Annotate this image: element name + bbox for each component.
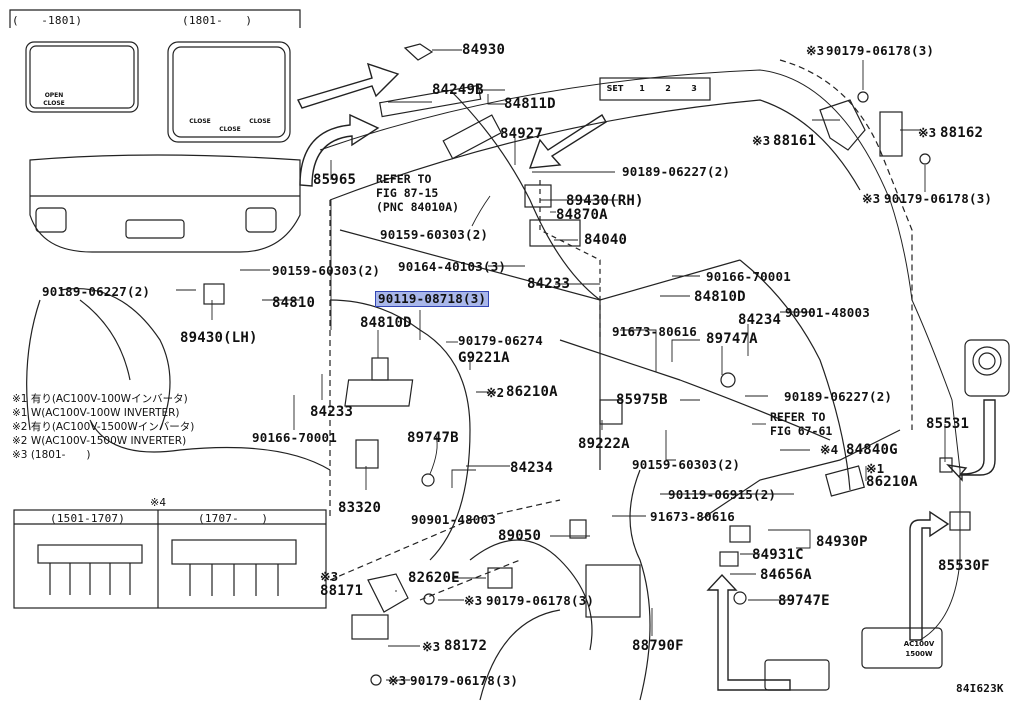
part-90166-70001-right[interactable]: 90166-70001 <box>706 269 791 284</box>
part-89747A[interactable]: 89747A <box>706 331 758 347</box>
part-84656A[interactable]: 84656A <box>760 567 812 583</box>
overhead-console <box>29 154 301 253</box>
part-89050[interactable]: 89050 <box>498 528 542 544</box>
part-90189-06227-right[interactable]: 90189-06227(2) <box>784 389 893 404</box>
period-bracket <box>9 9 301 28</box>
part-83320[interactable]: 83320 <box>338 500 382 516</box>
part-84811D[interactable]: 84811D <box>504 96 556 112</box>
part-90901-48003-low[interactable]: 90901-48003 <box>411 512 496 527</box>
keypad-2: 2 <box>665 84 671 93</box>
part-84233-left[interactable]: 84233 <box>310 404 354 420</box>
part-90189-06227-left[interactable]: 90189-06227(2) <box>42 284 151 299</box>
part-84234-low[interactable]: 84234 <box>510 460 554 476</box>
part-84927[interactable]: 84927 <box>500 126 544 142</box>
part-90179-06274[interactable]: 90179-06274 <box>458 333 543 348</box>
part-89222A[interactable]: 89222A <box>578 436 630 452</box>
note-1-en: ※1 W(AC100V-100W INVERTER) <box>12 407 180 419</box>
part-90179-06178-bottom[interactable]: 90179-06178(3) <box>410 673 519 688</box>
switch-right-close-c: CLOSE <box>249 118 271 125</box>
switch-left-open: OPEN <box>44 92 64 99</box>
part-84931C[interactable]: 84931C <box>752 547 804 563</box>
switch-left-close: CLOSE <box>43 100 65 107</box>
part-84810D-right[interactable]: 84810D <box>694 289 746 305</box>
switch-right-close-a: CLOSE <box>189 118 211 125</box>
part-84930P[interactable]: 84930P <box>816 534 868 550</box>
part-84234-right[interactable]: 84234 <box>738 312 782 328</box>
part-90179-06178-tr-a[interactable]: 90179-06178(3) <box>826 43 935 58</box>
part-90119-08718-highlighted[interactable]: 90119-08718(3) <box>374 291 490 307</box>
part-86210A-right[interactable]: 86210A <box>866 474 918 490</box>
part-89430-rh[interactable]: 89430(RH) <box>566 193 644 209</box>
mark-3-88171: ※3 <box>320 569 339 584</box>
part-90159-60303-left[interactable]: 90159-60303(2) <box>272 263 381 278</box>
part-G9221A[interactable]: G9221A <box>458 350 510 366</box>
part-90166-70001-left[interactable]: 90166-70001 <box>252 430 337 445</box>
note-1-jp: ※1 有り(AC100V-100Wインバータ) <box>12 393 188 405</box>
inverter-icon-line1: AC100V <box>903 640 935 648</box>
part-82620E[interactable]: 82620E <box>408 570 460 586</box>
part-84233-top[interactable]: 84233 <box>527 276 571 292</box>
part-86210A-mid[interactable]: 86210A <box>506 384 558 400</box>
part-88161[interactable]: 88161 <box>773 133 817 149</box>
part-85531[interactable]: 85531 <box>926 416 970 432</box>
part-89747E[interactable]: 89747E <box>778 593 830 609</box>
mark-3-88161: ※3 <box>752 133 771 148</box>
part-88790F[interactable]: 88790F <box>632 638 684 654</box>
part-84810[interactable]: 84810 <box>272 295 316 311</box>
part-84249B[interactable]: 84249B <box>432 82 484 98</box>
part-88171[interactable]: 88171 <box>320 583 364 599</box>
part-90179-06178-tr-b[interactable]: 90179-06178(3) <box>884 191 993 206</box>
mark-2: ※2 <box>486 385 505 400</box>
part-90159-60303-right[interactable]: 90159-60303(2) <box>632 457 741 472</box>
note-2-en: ※2 W(AC100V-1500W INVERTER) <box>12 435 187 447</box>
mark-3-low: ※3 <box>464 593 483 608</box>
keypad-set: SET <box>606 84 624 93</box>
part-90901-48003-right[interactable]: 90901-48003 <box>785 305 870 320</box>
mark-1: ※1 <box>866 461 885 476</box>
part-90164-40103[interactable]: 90164-40103(3) <box>398 259 507 274</box>
switch-right-close-b: CLOSE <box>219 126 241 133</box>
figure-id: 84I623K <box>956 682 1004 695</box>
part-84930[interactable]: 84930 <box>462 42 506 58</box>
part-90179-06178-low[interactable]: 90179-06178(3) <box>486 593 595 608</box>
part-88162[interactable]: 88162 <box>940 125 984 141</box>
part-84840G[interactable]: 84840G <box>846 442 898 458</box>
part-85530F[interactable]: 85530F <box>938 558 990 574</box>
inverter-icon-line2: 1500W <box>905 650 933 658</box>
mark-3-tr-b: ※3 <box>862 191 881 206</box>
part-89747B[interactable]: 89747B <box>407 430 459 446</box>
part-85965[interactable]: 85965 <box>313 172 357 188</box>
variant-right-label: (1707- ) <box>198 512 269 525</box>
mark-3-bottom: ※3 <box>388 673 407 688</box>
variant-box-mark: ※4 <box>150 496 167 509</box>
note-3: ※3 (1801- ) <box>12 449 91 461</box>
part-90159-60303-top[interactable]: 90159-60303(2) <box>380 227 489 242</box>
part-90189-06227-top[interactable]: 90189-06227(2) <box>622 164 731 179</box>
part-91673-80616-low[interactable]: 91673-80616 <box>650 509 735 524</box>
mark-3-88162: ※3 <box>918 125 937 140</box>
period-right: (1801- ) <box>182 14 253 27</box>
part-88172[interactable]: 88172 <box>444 638 488 654</box>
note-2-jp: ※2 有り(AC100V-1500Wインバータ) <box>12 421 195 433</box>
part-90119-06915[interactable]: 90119-06915(2) <box>668 487 777 502</box>
period-left: ( -1801) <box>12 14 83 27</box>
part-91673-80616-mid[interactable]: 91673-80616 <box>612 324 697 339</box>
keypad-3: 3 <box>691 84 697 93</box>
part-89430-lh[interactable]: 89430(LH) <box>180 330 258 346</box>
part-84810D-left[interactable]: 84810D <box>360 315 412 331</box>
arrow-up-right <box>297 62 400 109</box>
mark-3-88172: ※3 <box>422 639 441 654</box>
keypad-1: 1 <box>639 84 645 93</box>
mark-3-tr-a: ※3 <box>806 43 825 58</box>
refer-fig-67-61: REFER TO FIG 67-61 <box>770 410 833 438</box>
switch-panel-left <box>25 41 139 113</box>
part-84040[interactable]: 84040 <box>584 232 628 248</box>
switch-panel-right <box>167 41 291 143</box>
mark-4: ※4 <box>820 442 839 457</box>
part-85975B[interactable]: 85975B <box>616 392 668 408</box>
variant-left-label: (1501-1707) <box>50 512 126 525</box>
refer-fig-87-15: REFER TO FIG 87-15 (PNC 84010A) <box>376 172 460 214</box>
part-84870A[interactable]: 84870A <box>556 207 608 223</box>
